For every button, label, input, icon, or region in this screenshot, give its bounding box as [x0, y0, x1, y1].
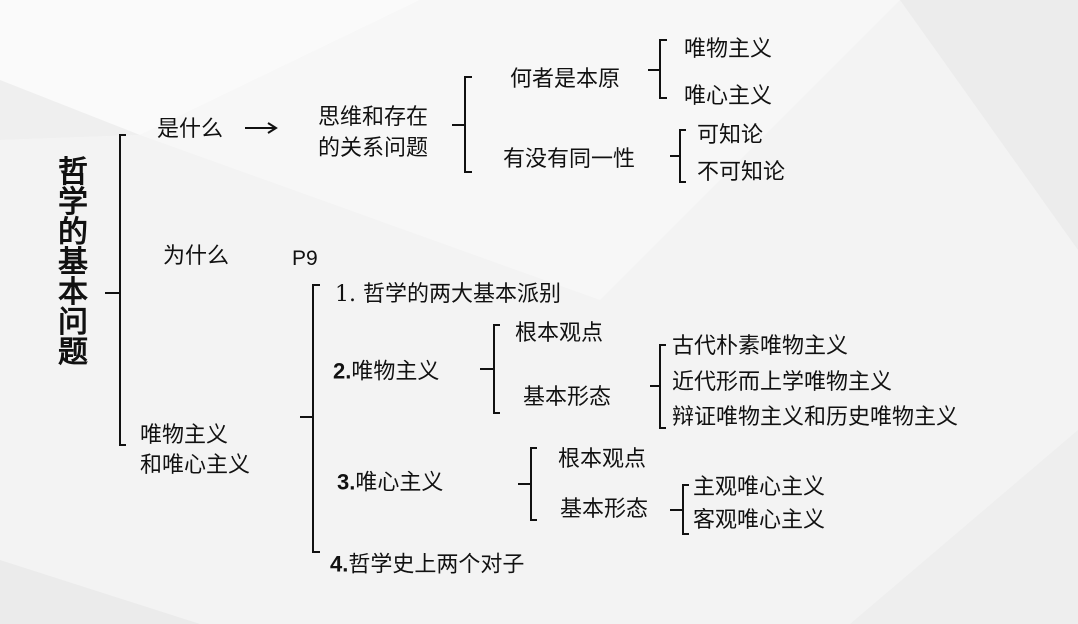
unknowable-answer: 不可知论: [697, 160, 786, 185]
origin-bracket: [648, 39, 667, 99]
item-1: 1. 哲学的两大基本派别: [335, 282, 561, 308]
relation-line2: 的关系问题: [318, 136, 429, 161]
materialism-bracket: [480, 324, 500, 414]
relation-line1: 思维和存在: [318, 105, 429, 130]
idealism-form-2: 客观唯心主义: [693, 508, 826, 533]
item-4: 4.哲学史上两个对子: [330, 552, 524, 579]
arrow: [245, 122, 278, 134]
knowable-answer: 可知论: [697, 123, 764, 148]
why-label: 为什么: [163, 244, 230, 269]
item-2-text: 唯物主义: [351, 359, 440, 385]
idealism-forms-bracket: [670, 484, 689, 535]
item-2-num: 2.: [333, 358, 352, 384]
schools-bracket: [300, 284, 320, 553]
item-4-text: 哲学史上两个对子: [348, 552, 525, 578]
item-3: 3.唯心主义: [337, 470, 443, 497]
identity-bracket: [670, 129, 686, 183]
identity-question: 有没有同一性: [503, 147, 636, 172]
item-1-num: 1.: [335, 282, 356, 307]
relation-bracket: [452, 76, 472, 173]
materialism-viewpoint: 根本观点: [515, 321, 604, 346]
main-bracket: [105, 134, 126, 446]
item-4-num: 4.: [330, 551, 349, 577]
idealism-answer: 唯心主义: [684, 84, 773, 109]
materialism-answer: 唯物主义: [684, 37, 773, 62]
materialism-forms-bracket: [650, 344, 666, 429]
item-3-num: 3.: [337, 469, 356, 495]
idealism-bracket: [518, 447, 537, 521]
materialism-form-3: 辩证唯物主义和历史唯物主义: [672, 405, 959, 430]
schools-label-line2: 和唯心主义: [140, 453, 251, 478]
diagram-title: 哲学的基本问题: [58, 155, 88, 370]
page-reference: P9: [292, 247, 318, 270]
item-2: 2.唯物主义: [333, 359, 439, 386]
idealism-form-1: 主观唯心主义: [693, 475, 826, 500]
idealism-forms-label: 基本形态: [560, 497, 649, 522]
item-1-text: 哲学的两大基本派别: [363, 282, 562, 307]
materialism-form-2: 近代形而上学唯物主义: [672, 370, 893, 395]
materialism-forms-label: 基本形态: [523, 385, 612, 410]
origin-question: 何者是本原: [510, 67, 621, 92]
idealism-viewpoint: 根本观点: [558, 447, 647, 472]
what-label: 是什么: [157, 117, 224, 142]
materialism-form-1: 古代朴素唯物主义: [672, 334, 849, 359]
schools-label-line1: 唯物主义: [140, 423, 229, 448]
item-3-text: 唯心主义: [355, 470, 444, 496]
